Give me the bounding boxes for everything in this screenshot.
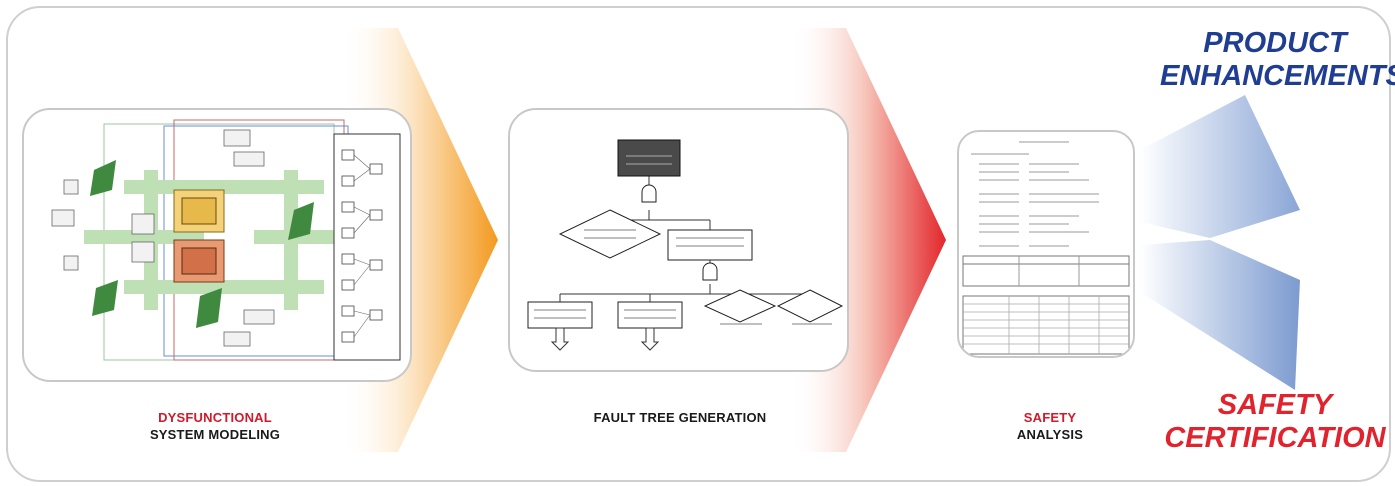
safety-report-document — [962, 141, 1130, 355]
outcome-line1: SAFETY — [1217, 389, 1333, 421]
stage-caption-safety: SAFETY ANALYSIS — [990, 409, 1110, 443]
fault-tree-panel — [508, 108, 849, 372]
product-enhancements-label: PRODUCT ENHANCEMENTS — [1160, 27, 1395, 93]
stage-caption-line1: DYSFUNCTIONAL — [158, 410, 272, 425]
stage-caption-modeling: DYSFUNCTIONAL SYSTEM MODELING — [100, 409, 330, 443]
outcome-line2: ENHANCEMENTS — [1160, 60, 1395, 92]
system-model-panel — [22, 108, 412, 382]
fault-tree-diagram — [527, 139, 844, 351]
stage-caption-line2: FAULT TREE GENERATION — [593, 410, 767, 425]
safety-report-panel — [957, 130, 1135, 358]
outcome-arrow-product — [1140, 95, 1300, 238]
outcome-line2: CERTIFICATION — [1164, 422, 1386, 454]
safety-certification-label: SAFETY CERTIFICATION — [1160, 389, 1390, 455]
outcome-arrow-safety — [1140, 240, 1300, 390]
system-model-diagram — [51, 119, 401, 361]
stage-caption-line2: ANALYSIS — [1016, 427, 1084, 442]
stage-caption-line2: SYSTEM MODELING — [149, 427, 281, 442]
stage-caption-fault-tree: FAULT TREE GENERATION — [560, 409, 800, 426]
stage-caption-line1: SAFETY — [1023, 410, 1077, 425]
outcome-line1: PRODUCT — [1203, 27, 1347, 59]
